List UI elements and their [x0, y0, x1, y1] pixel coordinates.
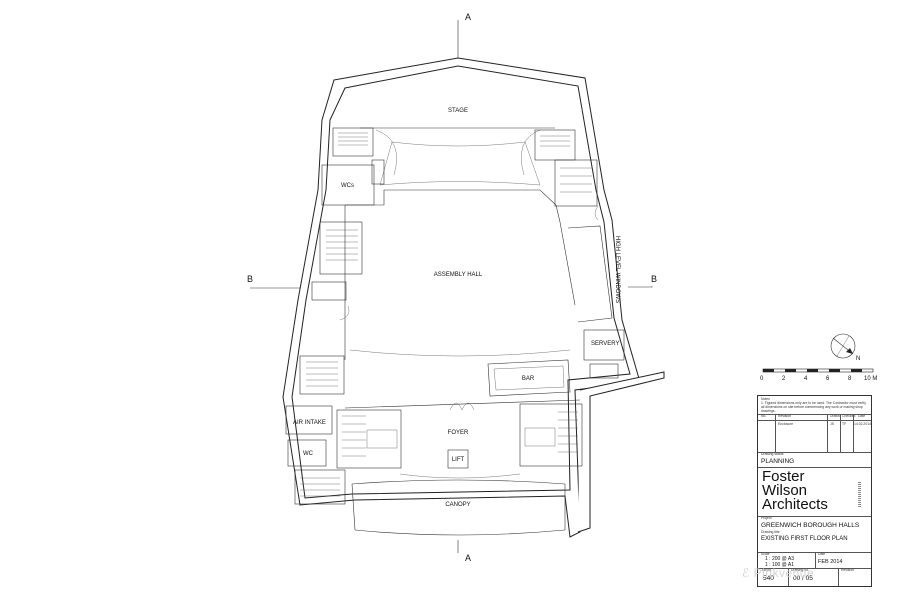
- project-name: GREENWICH BOROUGH HALLS: [761, 522, 860, 529]
- north-label: N: [856, 356, 860, 362]
- project-label: Project: [761, 516, 772, 520]
- assembly-hall-area: ASSEMBLY HALL: [339, 189, 599, 360]
- scale-tick-6: 6: [826, 376, 830, 382]
- room-label-stage: STAGE: [448, 108, 468, 114]
- room-label-wc: WC: [303, 451, 314, 457]
- rev-header-date: Date: [858, 414, 866, 418]
- scale-tick-2: 2: [782, 376, 786, 382]
- drawing-no-label: Drawing no.: [791, 568, 810, 572]
- rev-header-checked: Checked: [842, 414, 856, 418]
- rev-row-checked: TF: [842, 422, 847, 426]
- section-line-b-right: [628, 286, 653, 288]
- rev-row-drawn: JS: [830, 422, 834, 426]
- firm-name: Foster Wilson Architects: [762, 468, 828, 513]
- scale-line-a3: 1 : 200 @ A3: [765, 556, 794, 562]
- canopy-area: CANOPY: [351, 479, 566, 536]
- section-marker-b-left: B: [247, 274, 253, 284]
- scale-tick-4: 4: [804, 376, 808, 382]
- notes-label: Notes: [761, 397, 770, 401]
- stage-area: STAGE: [360, 108, 555, 186]
- rev-row-revision: Enclosure: [778, 422, 794, 426]
- firm-contact-fineprint: [858, 482, 861, 508]
- scale-tick-10: 10 M: [864, 376, 877, 382]
- scale-bar: 0 2 4 6 8 10 M: [760, 368, 877, 382]
- drawing-date: FEB 2014: [818, 559, 843, 565]
- section-line-b-left: [250, 285, 305, 289]
- scale-line-a1: 1 : 100 @ A1: [765, 562, 794, 568]
- room-label-air-intake: AIR INTAKE: [293, 420, 326, 426]
- drawing-no: 00 / 05: [793, 575, 813, 582]
- title-block: Notes 1. Figured dimensions only are to …: [757, 395, 872, 587]
- left-mid-stair: [299, 355, 345, 395]
- drawing-status: PLANNING: [761, 458, 795, 465]
- rev-header-no: No.: [761, 414, 767, 418]
- section-marker-b-right: B: [651, 274, 657, 284]
- job-no: 540: [763, 575, 774, 582]
- rev-row-date: 14.02.2014: [854, 422, 871, 426]
- section-marker-a-bottom: A: [465, 553, 471, 563]
- date-label: Date: [818, 552, 826, 556]
- notes-text: 1. Figured dimensions only are to be use…: [761, 401, 866, 413]
- room-label-canopy: CANOPY: [445, 502, 470, 508]
- scale-tick-0: 0: [760, 376, 764, 382]
- label-high-level-windows: HIGH LEVEL WINDOWS: [614, 236, 620, 303]
- upper-right-rooms: [534, 129, 598, 207]
- north-arrow-icon: N: [830, 333, 860, 362]
- scale-label: Scale: [761, 552, 770, 556]
- extension-wall: [577, 371, 665, 533]
- revision-label: Revision: [841, 568, 855, 572]
- scale-tick-8: 8: [848, 376, 852, 382]
- room-label-servery: SERVERY: [591, 341, 619, 347]
- room-label-wcs: WCs: [341, 183, 354, 189]
- firm-name-line-3: Architects: [762, 496, 828, 513]
- room-label-lift: LIFT: [452, 457, 465, 463]
- room-label-assembly-hall: ASSEMBLY HALL: [434, 272, 483, 278]
- upper-left-rooms: WCs: [311, 127, 385, 301]
- firm-name-line-1: Foster: [762, 468, 805, 485]
- room-label-foyer: FOYER: [448, 430, 469, 436]
- status-label: Drawing status: [761, 452, 784, 456]
- lower-left-rooms: AIR INTAKE WC: [285, 405, 346, 505]
- section-marker-a-top: A: [465, 12, 471, 22]
- foyer-area: FOYER LIFT: [336, 399, 583, 479]
- drawing-title-label: Drawing title: [761, 530, 780, 534]
- drawing-title: EXISTING FIRST FLOOR PLAN: [761, 536, 848, 542]
- rev-header-drawn: Drawn: [830, 414, 840, 418]
- bar-area: BAR: [487, 359, 571, 397]
- right-corridor: HIGH LEVEL WINDOWS SERVERY: [567, 225, 625, 379]
- watermark-logo: ℰ Pinkvenue: [742, 566, 815, 580]
- rev-header-revision: Revision: [778, 414, 792, 418]
- firm-name-line-2: Wilson: [762, 482, 808, 499]
- room-label-bar: BAR: [522, 376, 535, 382]
- job-no-label: Job no.: [761, 568, 773, 572]
